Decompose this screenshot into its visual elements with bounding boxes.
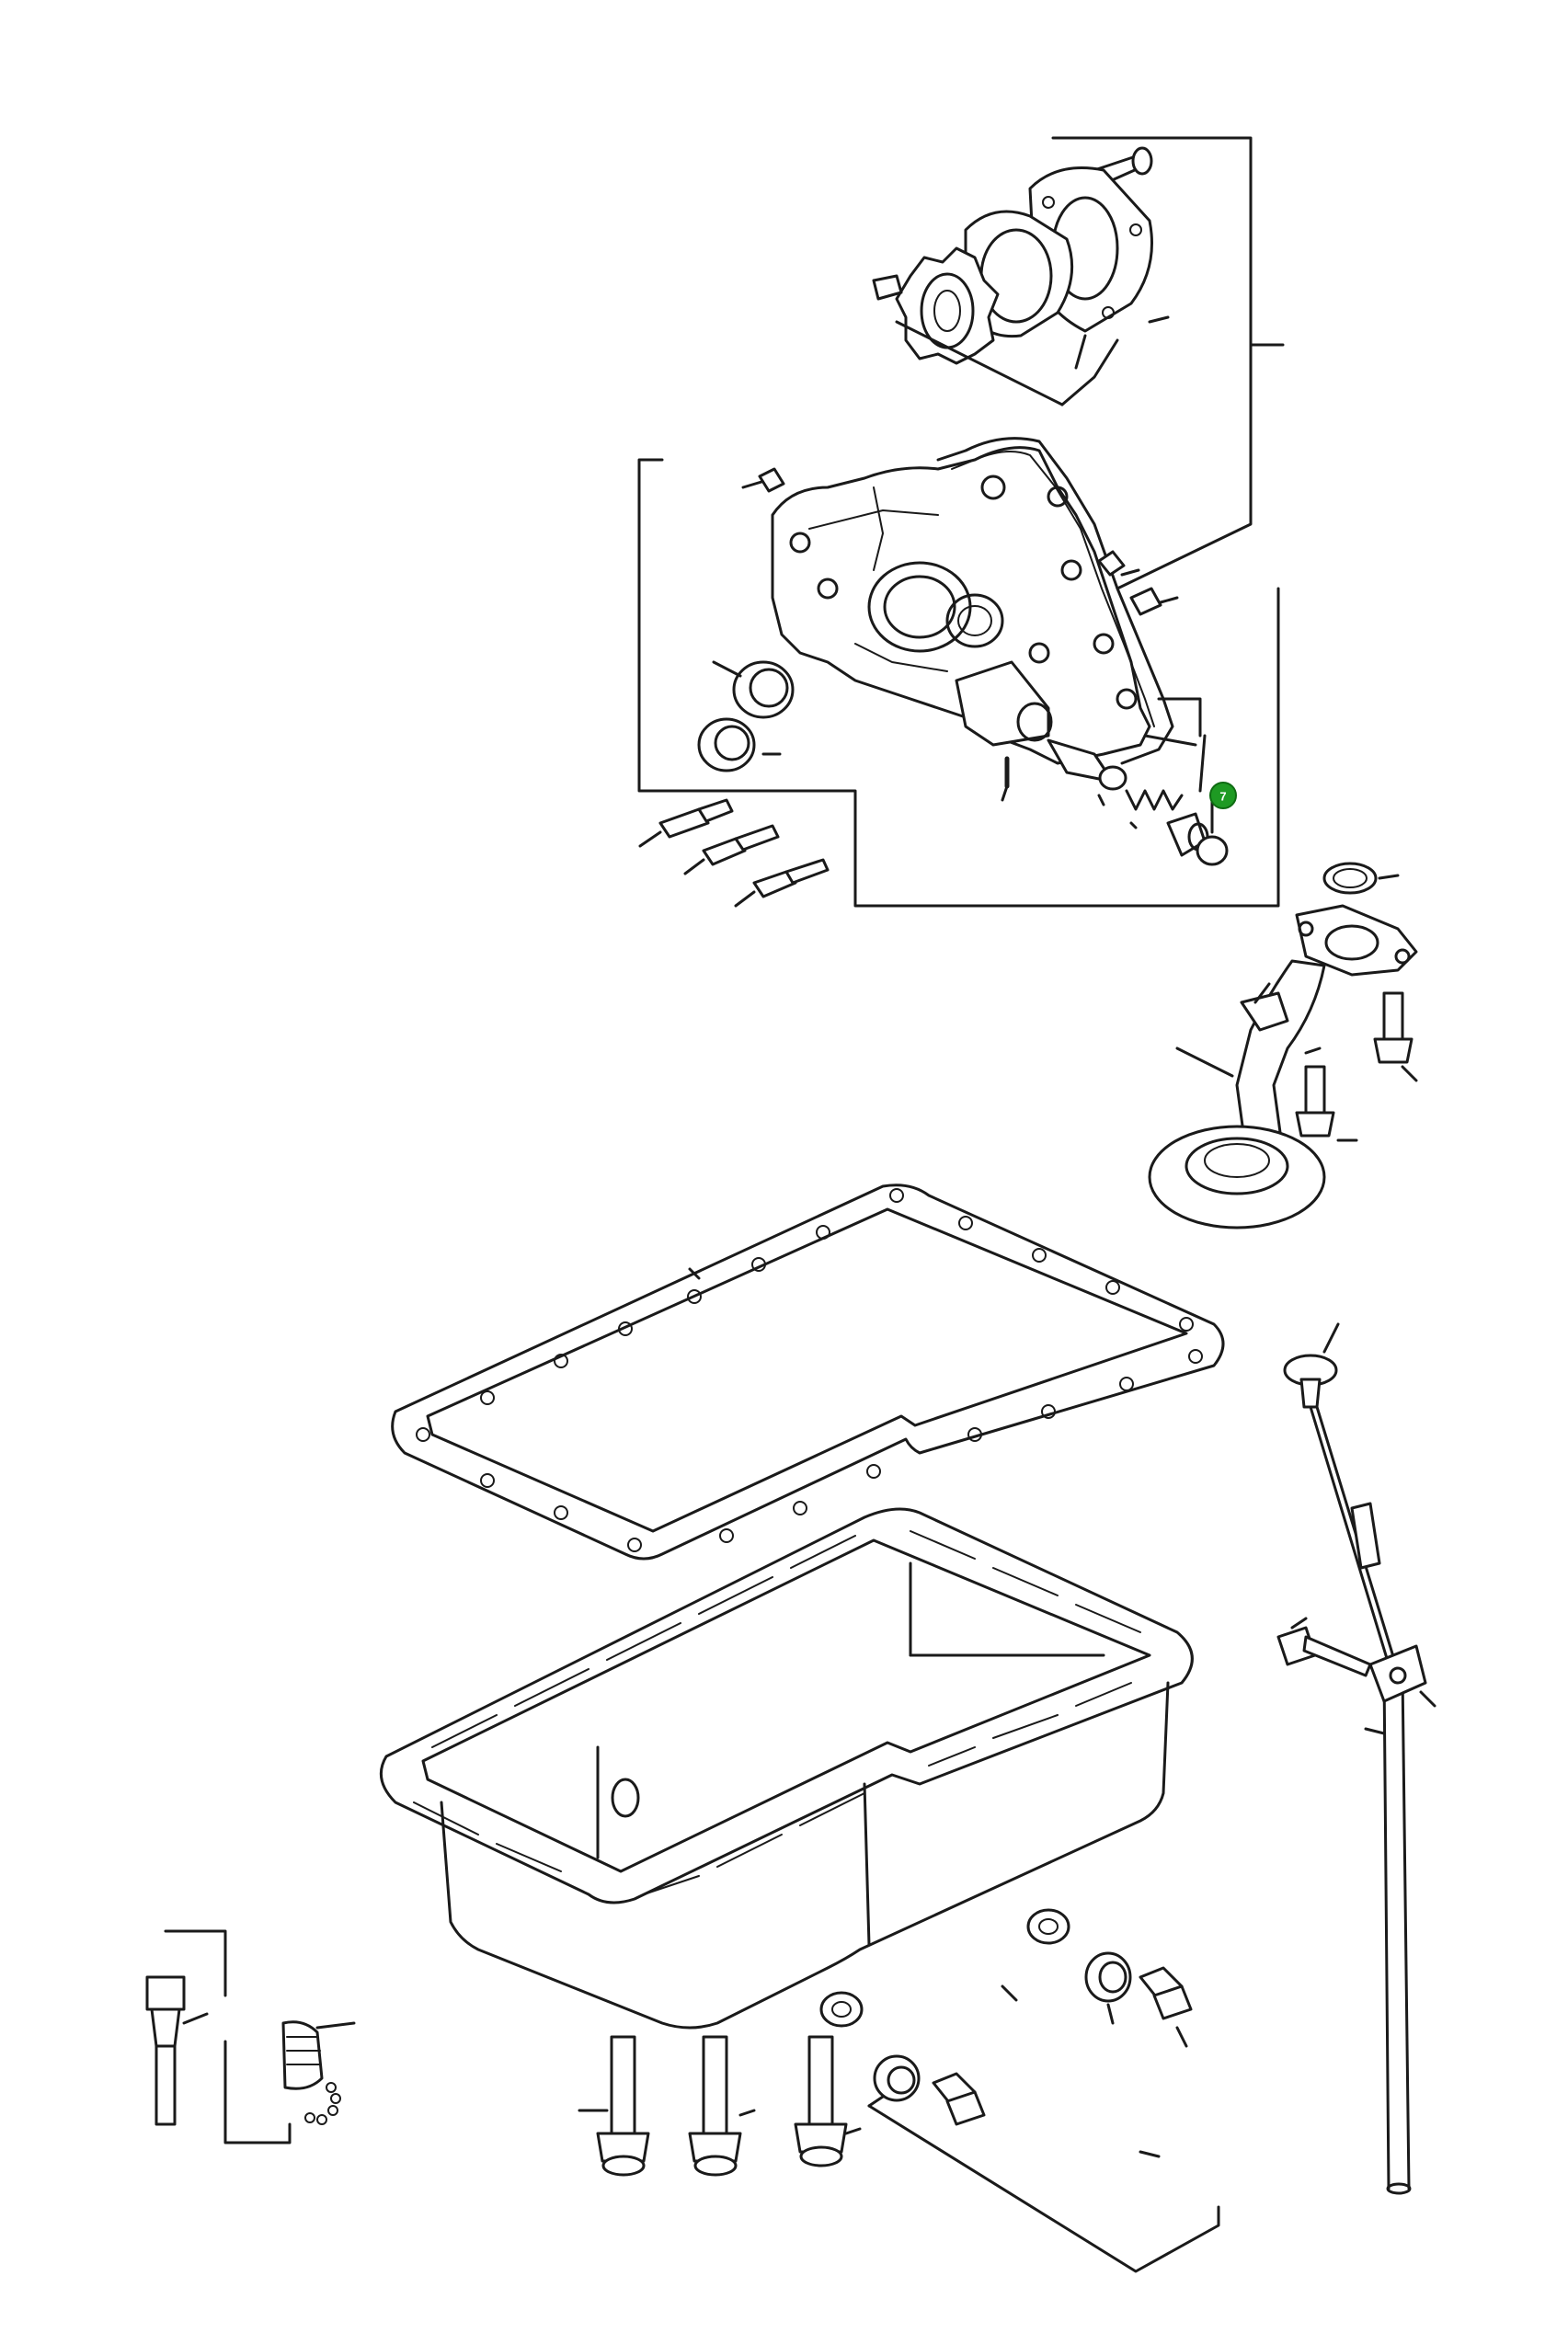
drain-washer-upper: [1084, 1951, 1132, 2025]
housing-small-parts: [697, 467, 1229, 866]
housing-bolt-2: [683, 824, 780, 875]
pan-bolt-3: [794, 2035, 862, 2167]
housing-dowel-right: [1129, 587, 1179, 616]
housing-bolt-set: [638, 798, 830, 908]
drain-plug-set: [867, 1951, 1220, 2273]
housing-group-bracket: [637, 458, 1280, 908]
oil-line-fitting-group: [145, 1929, 356, 2144]
pan-bolt-1: [578, 2035, 650, 2177]
oil-strainer-assembly: [1148, 862, 1418, 1229]
callout-7[interactable]: 7: [1209, 782, 1237, 809]
pump-group-bracket: [1051, 136, 1285, 590]
oil-pan: [379, 1507, 1194, 2030]
drain-washer-lower: [873, 2054, 921, 2102]
dipstick-assembly: [1276, 1322, 1436, 2195]
front-cover-housing: [771, 437, 1174, 765]
housing-plug: [1097, 550, 1140, 577]
oil-line-union: [145, 1975, 209, 2126]
pan-bolt-2: [688, 2035, 756, 2177]
housing-dowel-pin: [741, 467, 785, 493]
strainer-bolt-2: [1295, 1065, 1358, 1142]
relief-valve-plunger: [1047, 738, 1127, 806]
oil-line-cap: [281, 2020, 356, 2125]
housing-bolt-3: [734, 858, 830, 908]
drain-plug-upper: [1139, 1966, 1193, 2048]
pump-drive-key: [872, 274, 903, 301]
callout-7-label: 7: [1219, 790, 1226, 804]
oil-pump-gear-assembly: [872, 146, 1170, 406]
crankshaft-seal-inner: [697, 717, 782, 772]
drain-plug-lower: [932, 2072, 986, 2126]
relief-valve-spring: [1125, 789, 1184, 829]
strainer-gasket: [1322, 862, 1400, 895]
strainer-bolt-1: [1373, 991, 1418, 1082]
dipstick-handle: [1283, 1322, 1340, 1409]
relief-plug-washer: [1196, 835, 1229, 866]
housing-bolt-1: [638, 798, 734, 848]
oil-pan-gasket: [391, 1184, 1225, 1561]
housing-screw: [1001, 756, 1010, 802]
pan-bolt-set: [578, 2035, 862, 2177]
dipstick-bracket-bolt: [1276, 1617, 1372, 1677]
dipstick-tube-bracket: [1368, 1644, 1436, 1708]
crankshaft-seal-outer: [712, 660, 795, 719]
